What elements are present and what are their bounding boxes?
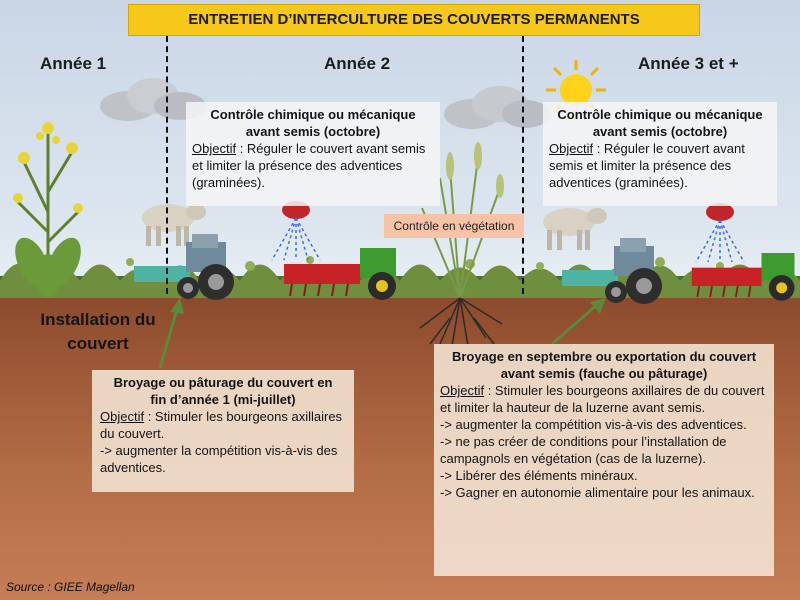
broyage-box-year1: Broyage ou pâturage du couvert en fin d’… (92, 370, 354, 492)
broyage-box-year3-bullet: -> augmenter la compétition vis-à-vis de… (440, 417, 747, 432)
arrow-to-broyage-year3 (551, 298, 606, 346)
objective-label: Objectif (440, 383, 485, 398)
control-box-year3-objective: Objectif : Réguler le couvert avant semi… (549, 140, 771, 191)
arrow-to-broyage-year1 (158, 298, 184, 369)
installation-line2: couvert (67, 334, 129, 353)
broyage-box-year3-bullet: -> Gagner en autonomie alimentaire pour … (440, 485, 755, 500)
seed-drill-icon (691, 253, 795, 301)
broyage-box-year1-bullet: -> augmenter la compétition vis-à-vis de… (100, 443, 338, 475)
rapeseed-plant-icon (13, 122, 83, 298)
control-box-year2-heading-line1: Contrôle chimique ou mécanique (210, 107, 416, 122)
year-label-2: Année 2 (324, 54, 391, 73)
tractor-icon (562, 238, 662, 304)
objective-text: : Stimuler les bourgeons axillaires de d… (440, 383, 765, 415)
objective-text: : Réguler le couvert avant semis et limi… (549, 141, 745, 190)
source-credit: Source : GIEE Magellan (6, 580, 135, 594)
broyage-box-year1-objective: Objectif : Stimuler les bourgeons axilla… (100, 408, 346, 442)
broyage-box-year3: Broyage en septembre ou exportation du c… (434, 344, 774, 576)
year-label-3: Année 3 et + (638, 54, 739, 73)
broyage-box-year3-heading-line1: Broyage en septembre ou exportation du c… (451, 349, 757, 364)
objective-text: : Stimuler les bourgeons axillaires du c… (100, 409, 343, 441)
broyage-box-year3-bullet: -> Libérer des éléments minéraux. (440, 468, 638, 483)
objective-label: Objectif (192, 141, 237, 156)
broyage-box-year3-heading-line2: avant semis (fauche ou pâturage) (500, 366, 708, 381)
installation-line1: Installation du (40, 310, 156, 329)
control-box-year3: Contrôle chimique ou mécanique avant sem… (543, 102, 777, 206)
cow-icon (543, 208, 607, 250)
objective-text: : Réguler le couvert avant semis et limi… (192, 141, 426, 190)
year-divider-1-2 (166, 36, 168, 294)
control-box-year2: Contrôle chimique ou mécanique avant sem… (186, 102, 440, 206)
year-divider-2-3 (522, 36, 524, 294)
control-box-year3-heading-line2: avant semis (octobre) (592, 124, 728, 139)
broyage-box-year3-bullet: -> ne pas créer de conditions pour l’ins… (440, 434, 727, 466)
installation-label: Installation du couvert (18, 308, 178, 356)
control-box-year2-objective: Objectif : Réguler le couvert avant semi… (192, 140, 434, 191)
year-label-1: Année 1 (40, 54, 107, 73)
control-vegetation-badge: Contrôle en végétation (384, 214, 524, 238)
objective-label: Objectif (549, 141, 594, 156)
wheat-plant-icon (419, 142, 504, 347)
objective-label: Objectif (100, 409, 145, 424)
control-box-year2-heading-line2: avant semis (octobre) (245, 124, 381, 139)
broyage-box-year3-objective: Objectif : Stimuler les bourgeons axilla… (440, 382, 768, 416)
broyage-box-year1-heading-line1: Broyage ou pâturage du couvert en (113, 375, 333, 390)
tractor-icon (134, 234, 234, 300)
sprayer-icon (695, 203, 745, 263)
cloud-icon (444, 86, 550, 129)
cow-icon (142, 204, 206, 246)
broyage-box-year1-heading-line2: fin d’année 1 (mi-juillet) (150, 392, 296, 407)
seed-drill-icon (284, 248, 396, 300)
control-box-year3-heading-line1: Contrôle chimique ou mécanique (557, 107, 763, 122)
diagram-title: ENTRETIEN D’INTERCULTURE DES COUVERTS PE… (128, 4, 700, 36)
